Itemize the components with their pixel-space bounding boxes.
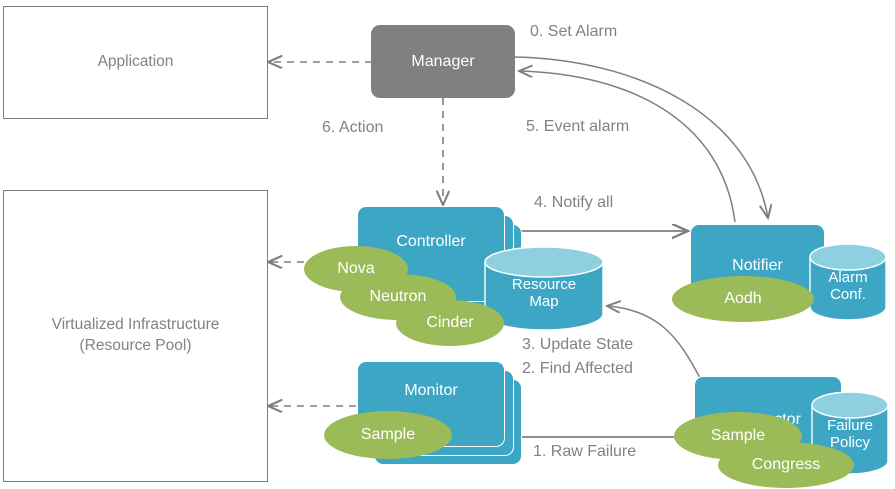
neutron-label: Neutron: [369, 288, 427, 305]
resource-map-label-line1: Resource: [511, 276, 577, 293]
alarm-conf-shape: [809, 243, 887, 321]
flow-label-raw-failure: 1. Raw Failure: [533, 443, 637, 460]
controller-label: Controller: [396, 233, 466, 250]
congress-label: Congress: [751, 456, 821, 473]
flow-label-find-affected: 2. Find Affected: [522, 360, 633, 377]
flow-label-event-alarm: 5. Event alarm: [526, 118, 630, 135]
virtualized-infrastructure-box[interactable]: Virtualized Infrastructure (Resource Poo…: [3, 190, 268, 482]
alarm-conf-label-line1: Alarm: [828, 269, 868, 286]
pill-aodh[interactable]: Aodh: [672, 276, 814, 322]
failure-policy-label: Failure Policy: [810, 417, 890, 452]
infrastructure-label-line1: Virtualized Infrastructure: [51, 316, 220, 334]
monitor-sample-label: Sample: [360, 426, 416, 443]
alarm-conf-label-line2: Conf.: [830, 286, 866, 304]
failure-policy-label-line1: Failure: [827, 417, 873, 434]
flow-label-action: 6. Action: [322, 119, 384, 136]
resource-map-label-line2: Map: [529, 293, 559, 311]
flow-label-update-state: 3. Update State: [522, 336, 634, 353]
infrastructure-label-line2: (Resource Pool): [79, 337, 192, 354]
resource-map-label: Resource Map: [483, 276, 605, 311]
alarm-conf-label: Alarm Conf.: [808, 269, 888, 304]
pill-congress[interactable]: Congress: [718, 442, 854, 488]
pill-monitor-sample[interactable]: Sample: [324, 411, 452, 459]
resource-map-shape: [484, 246, 604, 330]
pill-cinder[interactable]: Cinder: [396, 300, 504, 346]
manager-label: Manager: [411, 52, 475, 70]
failure-policy-label-line2: Policy: [829, 434, 870, 452]
monitor-label: Monitor: [404, 382, 458, 399]
flow-label-set-alarm: 0. Set Alarm: [530, 23, 618, 40]
inspector-sample-label: Sample: [710, 427, 766, 444]
application-label: Application: [97, 53, 174, 71]
alarm-conf-cylinder[interactable]: Alarm Conf.: [808, 243, 888, 321]
manager-box[interactable]: Manager: [371, 25, 515, 98]
aodh-label: Aodh: [724, 290, 762, 307]
nova-label: Nova: [337, 260, 375, 277]
flow-label-notify-all: 4. Notify all: [534, 194, 614, 211]
application-box[interactable]: Application: [3, 6, 268, 119]
cinder-label: Cinder: [426, 314, 474, 331]
resource-map-cylinder[interactable]: Resource Map: [483, 246, 605, 330]
notifier-label: Notifier: [732, 257, 783, 274]
